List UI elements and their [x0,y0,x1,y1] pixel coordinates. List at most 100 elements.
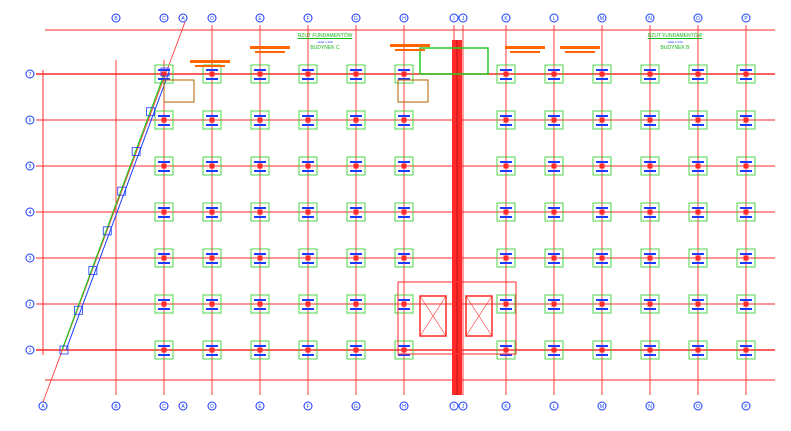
footing-label [692,115,704,117]
footing [496,202,516,222]
column [209,209,215,215]
footing-label [692,124,704,126]
footing-label [740,345,752,347]
axis-bubble-col [597,13,607,23]
footing-label [158,216,170,218]
footing-label [254,161,266,163]
axis-label-col: B [114,16,118,22]
title-text: RZUT FUNDAMENTÓW [297,33,353,39]
footing-label [254,78,266,80]
footing [736,340,756,360]
axis-label-corner: A [41,404,45,410]
footing [154,202,174,222]
footing-label [254,115,266,117]
shaft-cross [419,295,447,337]
footing [496,248,516,268]
annotation-note [255,51,285,53]
footing-label [350,354,362,356]
footing-label [692,207,704,209]
footing [298,64,318,84]
column [695,117,701,123]
footing-label [158,354,170,356]
footing [496,294,516,314]
column [209,301,215,307]
title-text: RZUT FUNDAMENTÓW [647,33,703,39]
footing-label [350,115,362,117]
footing-label [692,354,704,356]
footing-label [398,161,410,163]
elevator-shaft-1 [419,295,447,337]
axis-bubble-row [25,115,35,125]
column [743,163,749,169]
footing-label [302,354,314,356]
footing-label [596,253,608,255]
column [257,255,263,261]
footing-label [596,78,608,80]
axis-bubble-col [303,13,313,23]
footing-label [206,308,218,310]
axis-bubble-col [111,401,121,411]
column [161,255,167,261]
column [305,163,311,169]
axis-bubble-col [693,401,703,411]
footing [154,248,174,268]
footing-label [206,262,218,264]
footing [688,202,708,222]
footing-label [500,207,512,209]
axis-bubble-col [303,401,313,411]
footing-label [740,308,752,310]
axis-label-col: N [648,16,652,22]
footing [496,340,516,360]
column [503,209,509,215]
footing-label [350,345,362,347]
axis-bubble-col [351,13,361,23]
building-name: BUDYNEK B [660,45,690,51]
footing-label [158,69,170,71]
footing-label [500,262,512,264]
annotation-note [190,60,230,63]
column [401,347,407,353]
column [551,117,557,123]
footing-label [158,170,170,172]
footing [640,340,660,360]
footing-label [350,253,362,255]
axis-label-col: G [354,404,358,410]
footing-label [740,253,752,255]
column [647,255,653,261]
column [353,347,359,353]
axis-label-col: F [306,16,309,22]
footing [688,340,708,360]
footing [736,110,756,130]
shaft-cross [465,295,493,337]
column [305,117,311,123]
footing-label [740,69,752,71]
axis-bubble-col [207,401,217,411]
footing-label [254,345,266,347]
column [161,347,167,353]
footing-label [692,161,704,163]
footing-label [500,345,512,347]
footing-label [500,354,512,356]
axis-label-col: J [462,404,465,410]
footing-label [500,170,512,172]
footing-label [398,345,410,347]
column [305,347,311,353]
axis-label-col: J [462,16,465,22]
footing [592,64,612,84]
column [647,209,653,215]
footing-label [644,124,656,126]
column [161,163,167,169]
title-block-building-c: RZUT FUNDAMENTÓW skala 1:100 BUDYNEK C [290,33,360,51]
column [503,71,509,77]
footing [640,110,660,130]
footing-label [302,124,314,126]
axis-label-col: C [162,16,166,22]
annotation-note [195,65,225,67]
axis-bubble-col [501,13,511,23]
axis-label-col: G [354,16,358,22]
column [353,117,359,123]
axis-label-col: H [402,16,406,22]
column [743,255,749,261]
axis-bubble-col [458,13,468,23]
column [353,163,359,169]
